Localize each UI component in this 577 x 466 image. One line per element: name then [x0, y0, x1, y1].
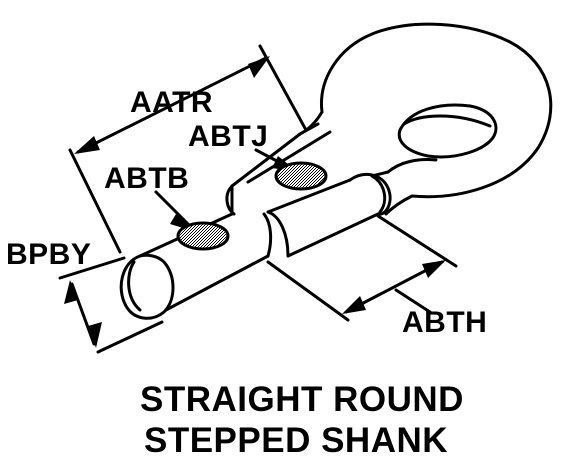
- aatr-arrow-left: [74, 136, 100, 154]
- aatr-dimension-line: [76, 56, 268, 154]
- barrel-upper-edge: [246, 130, 332, 184]
- bpby-extension-bottom: [96, 320, 164, 354]
- label-abtb: ABTB: [104, 162, 189, 195]
- aatr-arrow-right: [248, 56, 270, 78]
- barrel-right-end: [370, 174, 387, 214]
- bpby-extension-top: [58, 256, 126, 280]
- caption-line-2: STEPPED SHANK: [144, 421, 448, 460]
- abth-extension-right: [376, 214, 458, 268]
- label-aatr: AATR: [130, 86, 213, 119]
- neck-lower: [386, 158, 438, 174]
- ring-hole: [397, 103, 498, 159]
- barrel-bottom-edge: [286, 212, 380, 258]
- bpby-arrow-bottom: [88, 322, 102, 348]
- caption-line-1: STRAIGHT ROUND: [140, 380, 464, 419]
- bpby-arrow-top: [64, 280, 78, 304]
- label-abth: ABTH: [402, 306, 487, 339]
- abth-arrow-left: [342, 296, 366, 314]
- barrel-step-face2: [262, 212, 273, 258]
- barrel-right-cap: [348, 172, 392, 216]
- barrel-top: [230, 132, 302, 188]
- shank-end-inner: [127, 260, 142, 312]
- aatr-extension-right: [258, 44, 308, 132]
- shank-end: [119, 253, 175, 320]
- ring-hole-edge: [402, 114, 492, 128]
- abth-arrow-right: [422, 260, 446, 278]
- abth-leader: [394, 288, 432, 314]
- ring-tongue-outline: [319, 22, 553, 216]
- barrel-upper-line: [266, 178, 352, 214]
- abth-extension-left: [266, 260, 350, 322]
- shank-bottom: [164, 254, 270, 312]
- aatr-extension-left: [68, 148, 122, 254]
- label-abtj: ABTJ: [188, 120, 268, 153]
- label-bpby: BPBY: [6, 238, 91, 271]
- barrel-step-face: [266, 210, 290, 258]
- abtb-leader: [154, 190, 194, 230]
- abtj-inspection-hole: [274, 161, 328, 191]
- abtb-inspection-hole: [176, 221, 230, 251]
- bpby-dimension-line: [70, 282, 96, 346]
